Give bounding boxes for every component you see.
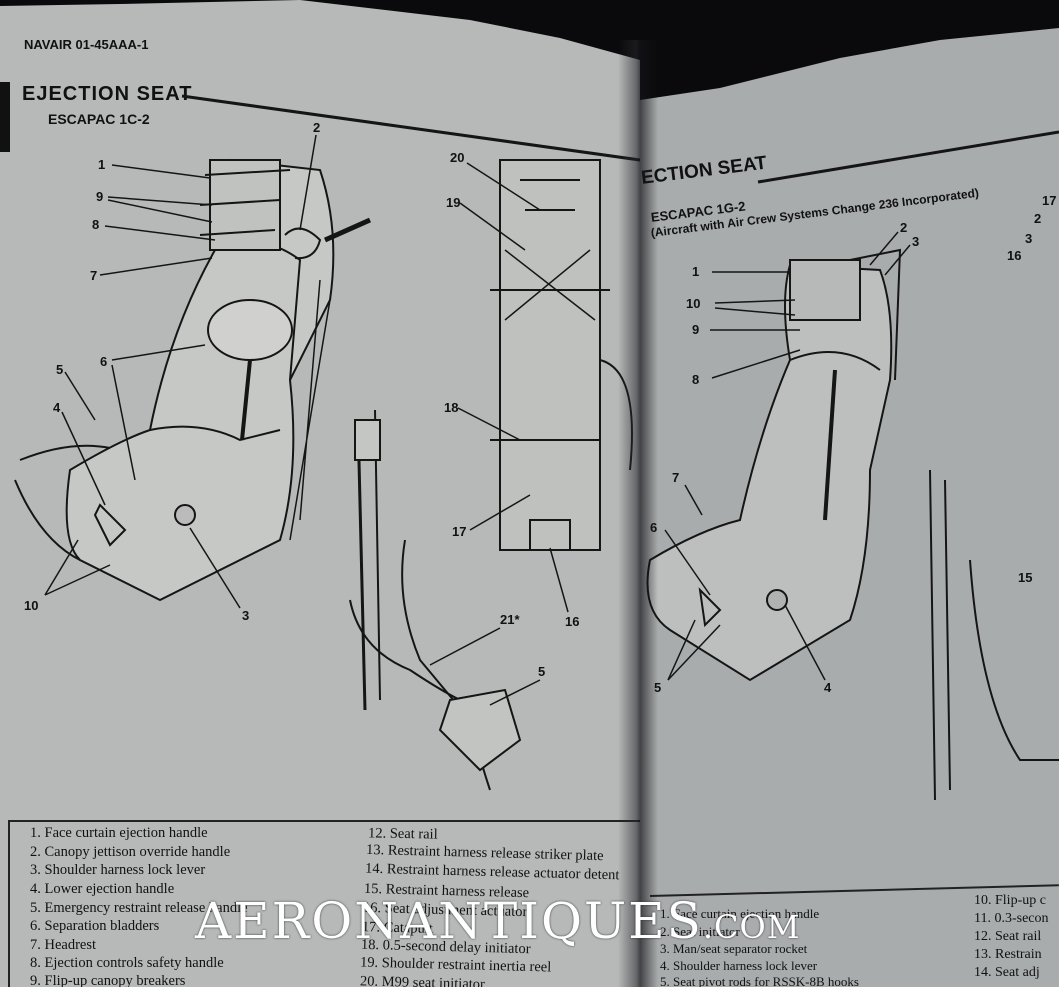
legend-item: 5. Emergency restraint release handle	[30, 900, 248, 916]
legend-item: 3. Man/seat separator rocket	[660, 941, 808, 956]
callout-label: 8	[692, 372, 700, 387]
legend-border	[8, 820, 10, 987]
legend-item: 8. Ejection controls safety handle	[30, 955, 224, 971]
book-spine-shadow	[618, 40, 658, 987]
callout-label: 3	[1025, 231, 1033, 246]
legend-item: 1. Face curtain ejection handle	[30, 825, 208, 841]
callout-label: 2	[313, 120, 321, 135]
callout-label: 9	[692, 322, 700, 337]
left-manual-page: NAVAIR 01-45AAA-1 EJECTION SEAT ESCAPAC …	[0, 0, 640, 987]
callout-label: 10	[686, 296, 701, 311]
callout-label: 1	[692, 264, 700, 279]
callout-label: 6	[100, 354, 108, 369]
legend-item: 5. Seat pivot rods for RSSK-8B hooks	[660, 974, 859, 987]
legend-item: 2. Seat initiator	[660, 924, 740, 939]
callout-label: 10	[24, 598, 39, 613]
legend-item: 7. Headrest	[30, 937, 97, 953]
callout-label: 15	[1018, 570, 1033, 585]
legend-item: 9. Flip-up canopy breakers	[30, 973, 186, 987]
legend-item: 12. Seat rail	[367, 825, 438, 843]
callout-label: 3	[912, 234, 920, 249]
callout-label: 5	[538, 664, 546, 679]
legend-item: 12. Seat rail	[974, 929, 1042, 944]
legend-item: 20. M99 seat initiator	[359, 973, 486, 987]
callout-label: 3	[242, 608, 250, 623]
callout-label: 4	[53, 400, 61, 415]
callout-label: 5	[56, 362, 64, 377]
legend-item: 4. Lower ejection handle	[30, 881, 175, 897]
callout-label: 4	[824, 680, 832, 695]
callout-label: 1	[98, 157, 106, 172]
callout-label: 20	[450, 150, 465, 165]
callout-label: 9	[96, 189, 104, 204]
callout-label: 21*	[500, 612, 520, 627]
callout-label: 7	[90, 268, 98, 283]
legend-item: 3. Shoulder harness lock lever	[30, 862, 206, 878]
watermark-text: AERONANTIQUES	[195, 892, 703, 950]
legend-divider	[8, 820, 640, 822]
callout-label: 2	[900, 220, 908, 235]
legend-item: 2. Canopy jettison override handle	[30, 844, 231, 860]
page-tab-marker	[0, 82, 10, 152]
legend-item: 1. Face curtain ejection handle	[660, 906, 820, 921]
legend-item: 14. Seat adj	[974, 965, 1040, 980]
document-id: NAVAIR 01-45AAA-1	[24, 37, 149, 52]
legend-item: 11. 0.3-secon	[974, 911, 1049, 926]
legend-item: 13. Restrain	[974, 947, 1042, 962]
seat-illustration-left	[14, 94, 640, 791]
callout-label: 8	[92, 217, 100, 232]
section-title: EJECTION SEAT	[22, 83, 193, 105]
seat-illustration-right	[646, 130, 1059, 801]
callout-label: 18	[444, 400, 459, 415]
watermark-logo: AERONANTIQUES.COM	[195, 892, 801, 950]
callout-label: 2	[1034, 211, 1042, 226]
callout-label: 16	[565, 614, 580, 629]
callout-label: 17	[1042, 193, 1057, 208]
callout-label: 17	[452, 524, 467, 539]
callout-label: 16	[1007, 248, 1022, 263]
right-manual-page: ECTION SEAT ESCAPAC 1G-2 (Aircraft with …	[640, 28, 1059, 987]
legend-item: 6. Separation bladders	[30, 918, 160, 934]
watermark-suffix: .COM	[702, 908, 801, 946]
seat-model-title: ESCAPAC 1C-2	[48, 111, 150, 127]
legend-item: 10. Flip-up c	[974, 893, 1046, 908]
callout-label: 19	[446, 195, 461, 210]
legend-item: 4. Shoulder harness lock lever	[660, 958, 818, 973]
callout-label: 7	[672, 470, 680, 485]
